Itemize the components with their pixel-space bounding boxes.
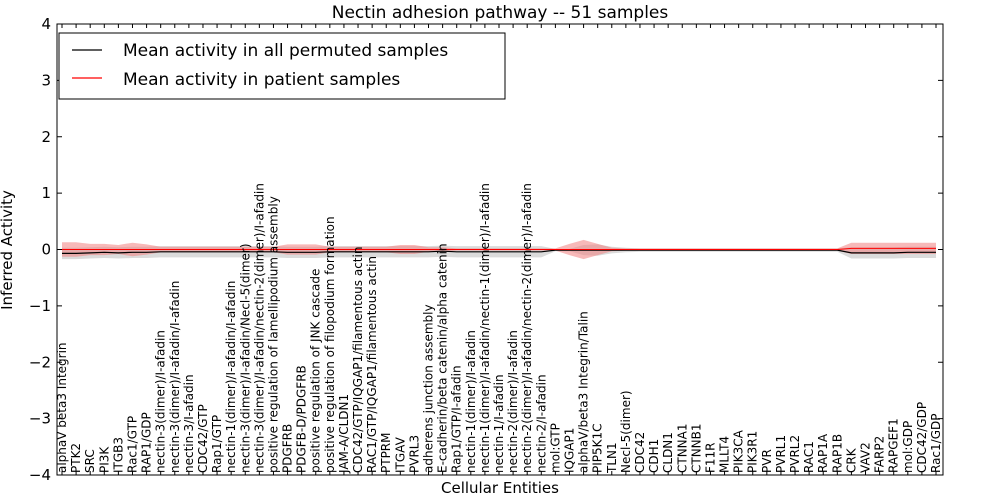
x-category-label: FARP2 <box>873 436 887 473</box>
x-category-label: PI3K <box>97 446 111 473</box>
x-category-label: CDC42 <box>633 432 647 473</box>
y-axis-ticks: −4 −3 −2 −1 0 1 2 3 4 <box>29 15 943 484</box>
plot-frame <box>56 23 944 476</box>
legend: Mean activity in all permuted samples Me… <box>58 32 506 100</box>
x-category-label: nectin-1(dimer)/I-afadin/I-afadin <box>224 281 238 473</box>
y-tick-label: 3 <box>41 71 51 89</box>
x-category-label: RAC1 <box>802 441 816 473</box>
x-category-label: nectin-3(dimer)/I-afadin <box>154 330 168 473</box>
x-category-label: nectin-2(dimer)/I-afadin/nectin-2(dimer)… <box>520 183 534 473</box>
x-category-label: PDGFB-D/PDGFRB <box>295 365 309 473</box>
x-category-label: CDC42/GDP <box>915 402 929 473</box>
x-category-label: RAPGEF1 <box>887 418 901 473</box>
x-category-label: positive regulation of lamellipodium ass… <box>267 196 281 473</box>
x-category-label: positive regulation of JNK cascade <box>309 269 323 473</box>
x-category-label: PVRL1 <box>774 435 788 473</box>
x-category-label: PIP5K1C <box>591 423 605 473</box>
y-tick-label: −1 <box>29 297 51 315</box>
x-category-label: Rap1/GTP/I-afadin <box>450 365 464 473</box>
x-category-label: PDGFRB <box>281 424 295 473</box>
y-axis-title: Inferred Activity <box>0 190 16 310</box>
x-category-label: CRK <box>844 447 858 473</box>
x-category-label: TLN1 <box>605 442 619 474</box>
x-category-label: JAM-A/CLDN1 <box>337 394 351 474</box>
series-lines <box>62 247 936 254</box>
legend-box <box>58 32 506 100</box>
x-category-label: Rac1/GDP <box>929 414 943 473</box>
x-category-label: nectin-1/I-afadin <box>492 374 506 473</box>
x-category-label: CDC42/GTP/IQGAP1/filamentous actin <box>351 247 365 473</box>
x-category-label: CDC42/GTP <box>196 404 210 473</box>
y-tick-label: −3 <box>29 410 51 428</box>
x-category-label: CTNNA1 <box>675 423 689 473</box>
x-category-label: positive regulation of filopodium format… <box>323 216 337 473</box>
x-category-label: PVR <box>760 449 774 473</box>
x-category-label: SRC <box>83 449 97 473</box>
x-category-label: ITGB3 <box>111 437 125 473</box>
y-tick-label: 0 <box>41 241 51 259</box>
x-category-label: alphaV/beta3 Integrin/Talin <box>577 311 591 473</box>
x-category-label: CDH1 <box>647 439 661 473</box>
x-axis-title: Cellular Entities <box>441 479 559 497</box>
x-category-label: Rap1/GTP <box>210 415 224 473</box>
y-tick-label: −4 <box>29 466 51 484</box>
x-category-label: alphaV beta3 Integrin <box>55 342 69 473</box>
x-category-label: E-cadherin/beta catenin/alpha catenin <box>436 243 450 473</box>
legend-label-patient: Mean activity in patient samples <box>123 70 400 90</box>
y-tick-label: 4 <box>41 15 51 33</box>
y-tick-label: 1 <box>41 184 51 202</box>
x-category-label: nectin-3(dimer)/I-afadin/I-afadin <box>168 281 182 473</box>
y-tick-label: −2 <box>29 353 51 371</box>
x-category-label: VAV2 <box>859 442 873 473</box>
x-category-label: PIK3CA <box>732 429 746 473</box>
x-category-label: PTK2 <box>69 443 83 473</box>
x-category-label: PVRL3 <box>407 435 421 473</box>
x-category-label: PIK3R1 <box>746 431 760 473</box>
x-category-label: mol:GTP <box>548 423 562 473</box>
x-category-label: nectin-3(dimer)/I-afadin/Necl-5(dimer) <box>238 243 252 473</box>
x-category-label: RAC1/GTP/IQGAP1/filamentous actin <box>365 256 379 473</box>
series-line-patient <box>62 247 936 250</box>
x-category-label: PTPRM <box>379 433 393 474</box>
x-category-label: ITGAV <box>393 436 407 473</box>
x-category-label: RAP1B <box>830 434 844 473</box>
x-category-label: CLDN1 <box>661 432 675 473</box>
x-category-label: nectin-1(dimer)/I-afadin <box>464 330 478 473</box>
x-category-label: Rac1/GTP <box>126 416 140 473</box>
x-category-label: MLLT4 <box>718 436 732 473</box>
series-line-permuted <box>62 249 936 254</box>
x-category-label: IQGAP1 <box>563 428 577 473</box>
y-tick-label: 2 <box>41 128 51 146</box>
x-category-label: nectin-3/I-afadin <box>182 374 196 473</box>
x-category-label: PVRL2 <box>788 435 802 473</box>
x-category-label: adherens junction assembly <box>422 304 436 473</box>
x-category-label: RAP1A <box>816 433 830 473</box>
x-category-label: CTNNB1 <box>689 423 703 473</box>
x-category-label: mol:GDP <box>901 421 915 473</box>
x-category-label: nectin-3(dimer)/I-afadin/nectin-2(dimer)… <box>252 183 266 473</box>
x-category-label: F11R <box>704 442 718 473</box>
x-category-label: nectin-1(dimer)/I-afadin/nectin-1(dimer)… <box>478 183 492 473</box>
chart-title: Nectin adhesion pathway -- 51 samples <box>332 3 669 23</box>
x-category-label: RAP1/GDP <box>140 412 154 473</box>
x-axis-ticks <box>61 24 937 475</box>
x-category-label: Necl-5(dimer) <box>619 390 633 473</box>
x-category-label: nectin-2(dimer)/I-afadin <box>506 330 520 473</box>
x-category-label: nectin-2/I-afadin <box>534 374 548 473</box>
legend-label-permuted: Mean activity in all permuted samples <box>123 41 448 61</box>
